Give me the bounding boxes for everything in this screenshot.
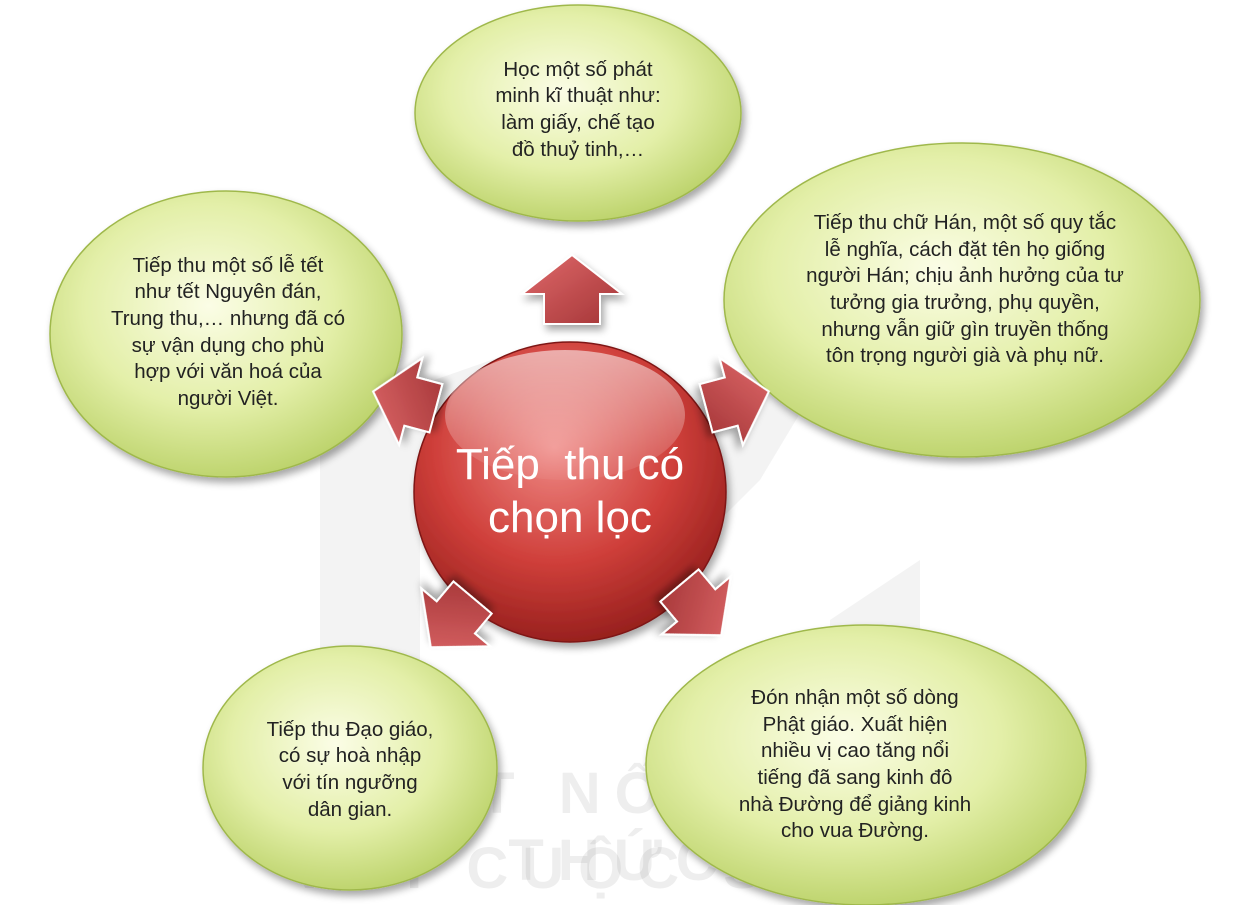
bubble-bottom-left [202, 645, 498, 891]
bubble-bottom-left-line: Tiếp thu Đạo giáo, [266, 717, 434, 741]
arrow-lower-left [419, 580, 494, 649]
arrow-lower-right [658, 568, 733, 637]
center-title: Tiếp thu có chọn lọc [425, 392, 715, 592]
center-gloss [445, 350, 685, 480]
bubble-top-line: làm giấy, chế tạo [501, 111, 655, 134]
arrow-up [519, 253, 625, 325]
bubble-right-text: Tiếp thu chữ Hán, một số quy tắc lễ nghĩ… [760, 175, 1170, 405]
arrow-upper-right [698, 355, 771, 448]
bubble-right-line: người Hán; chịu ảnh hưởng của tư [806, 264, 1124, 288]
bubble-bottom-left-line: dân gian. [307, 797, 393, 821]
bubble-bottom-right-line: Đón nhận một số dòng [751, 686, 959, 710]
bubble-left-line: như tết Nguyên đán, [134, 280, 322, 304]
bubble-bottom-right [645, 624, 1087, 905]
bubble-bottom-right-line: Phật giáo. Xuất hiện [762, 712, 948, 736]
bubble-left-line: người Việt. [177, 386, 279, 410]
bubble-right-line: lễ nghĩa, cách đặt tên họ giống [824, 237, 1106, 261]
bubble-top [414, 4, 742, 222]
bubble-left-line: Trung thu,… nhưng đã có [110, 306, 346, 330]
bubble-right-line: Tiếp thu chữ Hán, một số quy tắc [813, 211, 1117, 235]
bubble-left-text: Tiếp thu một số lễ tết như tết Nguyên đá… [78, 225, 378, 440]
bubble-bottom-right-line: nhiều vị cao tăng nổi [760, 739, 950, 763]
bubble-right-line: tưởng gia trưởng, phụ quyền, [830, 291, 1100, 314]
bubble-bottom-right-text: Đón nhận một số dòng Phật giáo. Xuất hiệ… [690, 660, 1020, 870]
center-title-line-1: Tiếp thu có [455, 440, 685, 490]
bubble-bottom-right-line: tiếng đã sang kinh đô [757, 766, 953, 789]
bubble-bottom-left-line: có sự hoà nhập [278, 744, 422, 768]
bubble-bottom-left-text: Tiếp thu Đạo giáo, có sự hoà nhập với tí… [225, 690, 475, 850]
bubble-top-line: Học một số phát [503, 57, 653, 81]
bubble-right-line: tôn trọng người già và phụ nữ. [826, 344, 1104, 368]
bubble-right-line: nhưng vẫn giữ gìn truyền thống [821, 317, 1109, 341]
bubble-top-text: Học một số phát minh kĩ thuật như: làm g… [448, 30, 708, 190]
bubble-left [49, 190, 403, 478]
bubble-top-line: đồ thuỷ tinh,… [511, 137, 645, 161]
center-title-line-2: chọn lọc [488, 493, 652, 542]
arrow-upper-left [371, 355, 444, 448]
bubble-right [723, 142, 1201, 458]
bubble-bottom-left-line: với tín ngưỡng [282, 771, 418, 794]
bubble-bottom-right-line: cho vua Đường. [781, 819, 929, 843]
bubble-bottom-right-line: nhà Đường để giảng kinh [738, 792, 972, 816]
bubble-left-line: Tiếp thu một số lễ tết [132, 253, 324, 277]
bubble-top-line: minh kĩ thuật như: [495, 84, 661, 108]
bubble-left-line: hợp với văn hoá của [134, 360, 322, 384]
bubble-left-line: sự vận dụng cho phù [131, 333, 325, 357]
